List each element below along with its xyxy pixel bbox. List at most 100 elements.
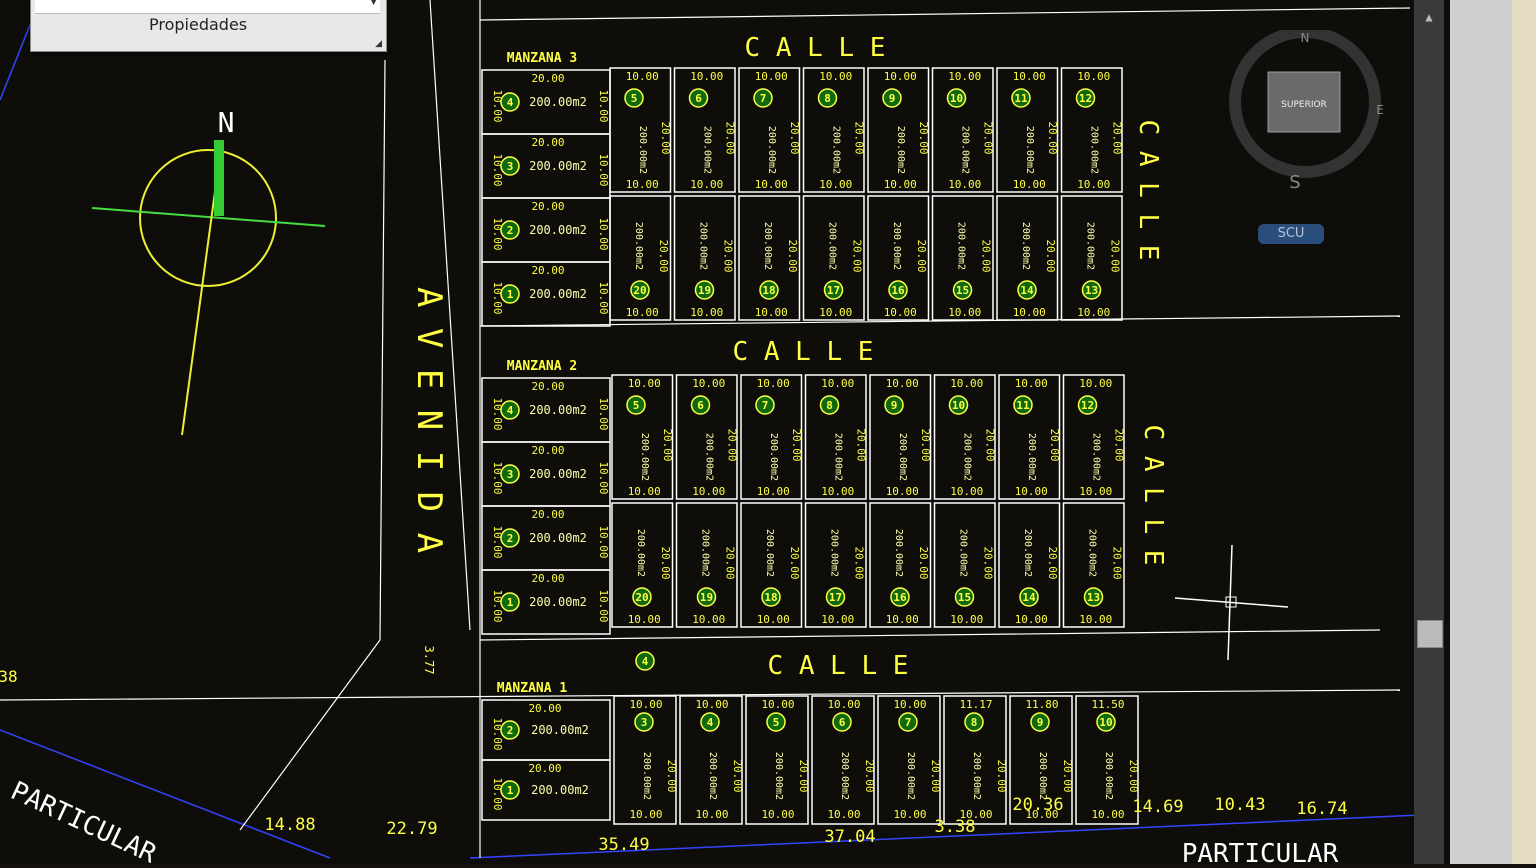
lot-depth-dim: 20.00 xyxy=(531,200,564,213)
vertical-scrollbar[interactable]: ▲ xyxy=(1414,0,1444,864)
scroll-thumb[interactable] xyxy=(1417,620,1443,648)
lot-area: 200.00m2 xyxy=(1026,433,1037,481)
lot-width-dim: 10.00 xyxy=(628,485,661,498)
lot-number: 12 xyxy=(1081,399,1094,412)
lot-depth-dim: 20.00 xyxy=(1111,546,1124,579)
dimension-label: 37.04 xyxy=(824,827,875,847)
properties-panel[interactable]: ▼ Propiedades ◢ xyxy=(30,0,387,52)
lot-outline xyxy=(611,502,674,628)
lot-number: 3 xyxy=(507,468,514,481)
lot-depth-dim: 20.00 xyxy=(1044,239,1057,272)
dimension-label: 35.49 xyxy=(598,835,649,855)
lot-number: 9 xyxy=(889,92,896,105)
lot-width-dim: 10.00 xyxy=(819,178,852,191)
lot-number: 6 xyxy=(695,92,702,105)
lot-number: 1 xyxy=(507,596,514,609)
lot-area: 200.00m2 xyxy=(1091,433,1102,481)
lot-width-dim: 10.00 xyxy=(597,217,610,250)
lot-number: 8 xyxy=(826,399,833,412)
lot-outline xyxy=(1062,502,1125,628)
lot-outline xyxy=(740,374,803,500)
lot-width-dim: 10.00 xyxy=(821,377,854,390)
edge-dimension-label: 38 xyxy=(0,667,18,686)
viewcube-e-label[interactable]: E xyxy=(1376,103,1384,117)
lot-depth-dim: 20.00 xyxy=(731,759,744,792)
lot-number: 2 xyxy=(507,724,514,737)
lot-number-circle xyxy=(1077,395,1098,415)
lot-width-dim: 10.00 xyxy=(626,70,659,83)
viewcube-n-label[interactable]: N xyxy=(1301,31,1310,45)
viewcube-s-label[interactable]: S xyxy=(1289,172,1300,190)
lot-depth-dim: 20.00 xyxy=(531,444,564,457)
lot-area: 200.00m2 xyxy=(893,529,904,577)
block-1-name: MANZANA 2 xyxy=(507,359,577,374)
lot-width-dim: 10.00 xyxy=(755,178,788,191)
lot-width-dim: 10.00 xyxy=(884,178,917,191)
lot-number: 13 xyxy=(1087,591,1100,604)
lot-depth-dim: 20.00 xyxy=(531,136,564,149)
viewcube[interactable]: SUPERIOR N S E xyxy=(1220,30,1390,190)
lot-number-circle xyxy=(819,395,840,415)
lot-number: 4 xyxy=(707,716,714,729)
lot-area: 200.00m2 xyxy=(766,126,777,174)
lot-depth-dim: 20.00 xyxy=(853,121,866,154)
lot-width-dim: 10.00 xyxy=(886,485,919,498)
lot-outline xyxy=(1009,695,1073,825)
lot-outline xyxy=(943,695,1007,825)
lot-number-circle xyxy=(898,712,918,732)
lot-width-dim: 10.00 xyxy=(690,306,723,319)
avenue-edge-line xyxy=(429,0,471,631)
lot-number-circle xyxy=(1096,712,1116,732)
lot-depth-dim: 20.00 xyxy=(528,702,561,715)
lot-area: 200.00m2 xyxy=(633,222,644,270)
lot-area: 200.00m2 xyxy=(895,126,906,174)
viewcube-face[interactable] xyxy=(1267,71,1341,133)
lot-number-circle xyxy=(1019,587,1039,607)
dimension-label: 16.74 xyxy=(1296,799,1347,819)
chevron-down-icon[interactable]: ▼ xyxy=(370,0,377,7)
lot-number-circle xyxy=(1081,280,1102,300)
lot-area: 200.00m2 xyxy=(641,752,652,800)
lot-width-dim: 10.00 xyxy=(692,377,725,390)
lot-area: 200.00m2 xyxy=(529,467,587,481)
lot-width-dim: 10.00 xyxy=(950,613,983,626)
lot-number-circle xyxy=(755,395,775,415)
lot-number: 3 xyxy=(507,160,514,173)
lot-number-circle xyxy=(825,587,846,607)
lot-number-circle xyxy=(766,712,786,732)
lot-number: 7 xyxy=(905,716,912,729)
lot-width-dim: 10.00 xyxy=(491,589,504,622)
lot-number: 10 xyxy=(1099,716,1112,729)
lot-width-dim: 10.00 xyxy=(948,70,981,83)
lot-number-circle xyxy=(759,280,779,300)
lot-outline xyxy=(931,195,994,321)
lot-width-dim: 10.00 xyxy=(1025,808,1058,821)
viewcube-ring[interactable] xyxy=(1229,30,1381,178)
lot-depth-dim: 20.00 xyxy=(1113,428,1126,461)
lot-number: 20 xyxy=(633,284,646,297)
expand-icon[interactable]: ◢ xyxy=(375,39,382,49)
lot-outline xyxy=(802,195,865,321)
lot-number: 15 xyxy=(956,284,969,297)
lot-width-dim: 10.00 xyxy=(695,808,728,821)
ucs-badge[interactable]: SCU xyxy=(1258,224,1324,244)
lot-width-dim: 10.00 xyxy=(827,808,860,821)
lot-width-dim: 10.00 xyxy=(1013,178,1046,191)
lot-number-circle xyxy=(946,88,967,108)
lot-depth-dim: 20.00 xyxy=(917,121,930,154)
property-boundary-line xyxy=(0,689,1401,701)
lot-width-dim: 10.00 xyxy=(491,89,504,122)
lot-area: 200.00m2 xyxy=(637,126,648,174)
scroll-up-arrow-icon[interactable]: ▲ xyxy=(1425,10,1433,24)
lot-area: 200.00m2 xyxy=(700,529,711,577)
lot-width-dim: 10.00 xyxy=(597,153,610,186)
lot-number-circle xyxy=(630,280,650,300)
side-dimension-label: 3.77 xyxy=(422,646,436,675)
lot-number: 20 xyxy=(635,591,648,604)
lot-outline xyxy=(613,695,677,825)
lot-number: 18 xyxy=(764,591,777,604)
object-type-dropdown[interactable]: ▼ xyxy=(35,0,380,14)
north-label: N xyxy=(218,106,235,139)
